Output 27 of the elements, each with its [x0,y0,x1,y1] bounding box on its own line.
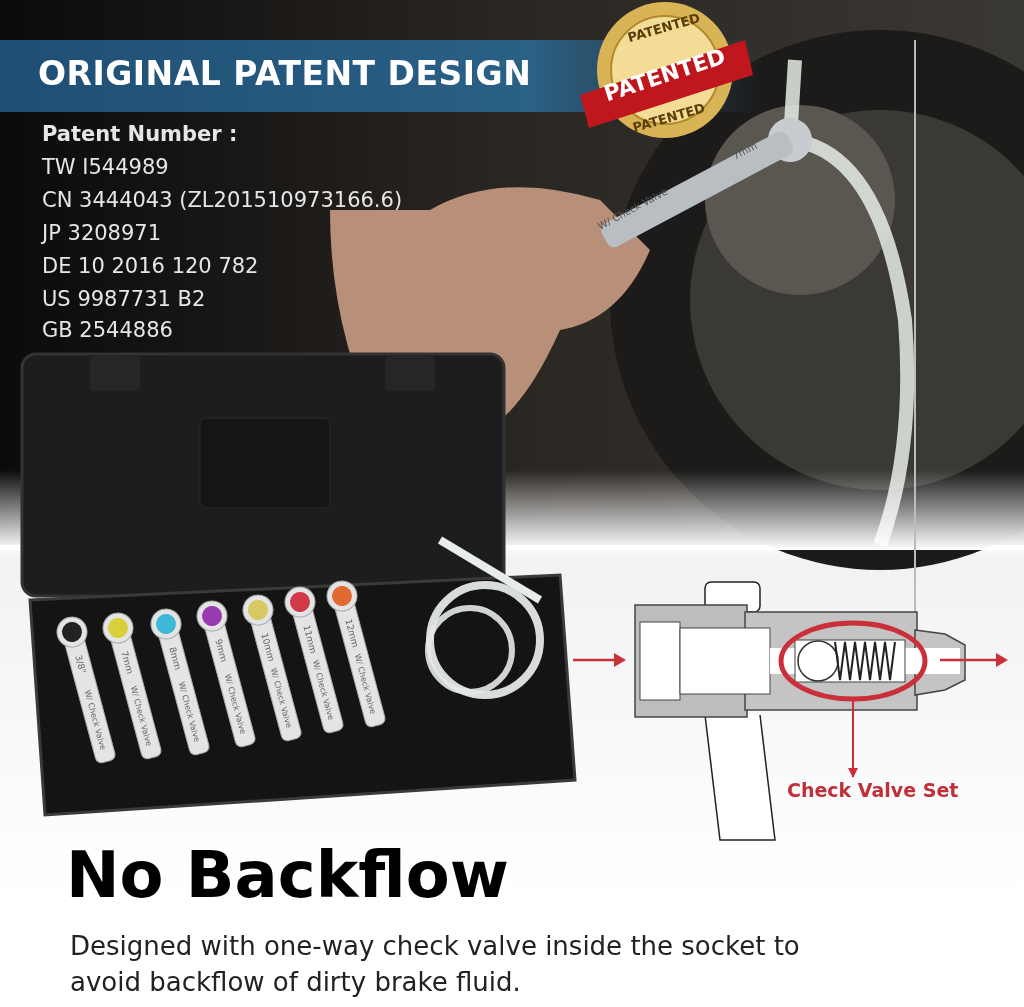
size-marking: 8mm [167,645,184,671]
patent-number: GB 2544886 [42,318,173,342]
wrench-marking: W/ Check Valve [82,688,108,752]
size-marking: 9mm [213,637,230,663]
wrench-marking: W/ Check Valve [310,658,336,722]
wrench-marking: W/ Check Valve [352,652,378,716]
leader-arrow [848,698,858,778]
size-marking: 11mm [301,623,319,655]
wrench-marking: W/ Check Valve [268,666,294,730]
heading: No Backflow [66,838,509,912]
size-marking: 7mm [119,649,136,675]
wrench-marking: W/ Check Valve [128,684,154,748]
title-text: ORIGINAL PATENT DESIGN [38,54,532,93]
size-marking: 10mm [259,631,277,663]
patent-number: DE 10 2016 120 782 [42,254,259,278]
wrench-marking: W/ Check Valve [222,672,248,736]
patent-heading: Patent Number : [42,122,238,146]
patent-number: TW I544989 [42,155,169,179]
patent-number: US 9987731 B2 [42,287,206,311]
patent-number: CN 3444043 (ZL201510973166.6) [42,188,403,212]
highlight-ellipse [778,620,928,702]
wrench-marking: W/ Check Valve [176,680,202,744]
callout-label: Check Valve Set [787,779,959,801]
size-marking: 3/8" [73,653,88,675]
description-text: Designed with one-way check valve inside the socket to avoid backflow of dirty brake fluid. [70,930,801,999]
patent-number: JP 3208971 [42,221,162,245]
size-marking: 12mm [343,617,361,649]
